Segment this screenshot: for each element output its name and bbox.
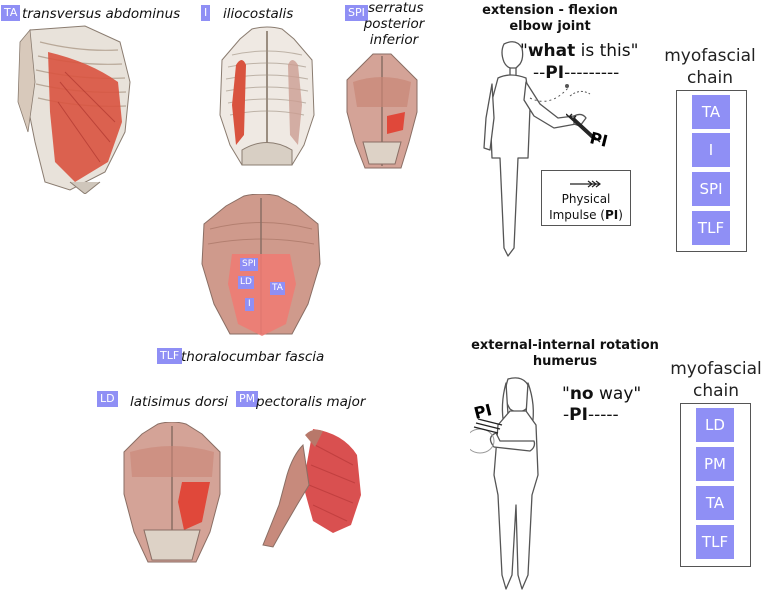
top-panel-title-line1: extension - flexion bbox=[482, 3, 618, 18]
bottom-panel-title-line1: external-internal rotation bbox=[471, 338, 659, 353]
legend-arrow-icon bbox=[570, 180, 601, 188]
legend-line2: Impulse (PI) bbox=[549, 208, 623, 222]
top-panel-title-line2: elbow joint bbox=[509, 19, 591, 34]
bottom-chain-item-1: LD bbox=[696, 408, 734, 442]
center-tag-i: I bbox=[245, 298, 254, 311]
top-chain-title-line2: chain bbox=[686, 68, 734, 88]
bottom-chain-title-line1: myofascial bbox=[670, 359, 762, 379]
tag-ld: LD bbox=[97, 391, 118, 407]
top-impulse-arrow-icon bbox=[566, 113, 601, 143]
tag-spi: SPI bbox=[345, 5, 368, 21]
thoracolumbar-fascia-illustration bbox=[201, 194, 321, 336]
label-transversus-abdominus: transversus abdominus bbox=[22, 6, 181, 22]
label-posterior: posterior bbox=[363, 16, 425, 32]
bottom-chain-title-line2: chain bbox=[692, 381, 740, 401]
iliocostalis-illustration bbox=[219, 26, 315, 166]
top-chain-item-1: TA bbox=[692, 95, 730, 129]
top-quote: "what is this" bbox=[520, 41, 639, 61]
label-latisimus-dorsi: latisimus dorsi bbox=[130, 394, 229, 410]
top-pi-line: --PI--------- bbox=[533, 63, 620, 83]
woman-figure-illustration bbox=[470, 377, 539, 590]
top-chain-item-2: I bbox=[692, 133, 730, 167]
serratus-posterior-inferior-illustration bbox=[346, 53, 418, 169]
center-tag-ta: TA bbox=[270, 282, 285, 295]
label-iliocostalis: iliocostalis bbox=[223, 6, 294, 22]
center-tag-ld: LD bbox=[238, 276, 254, 289]
top-chain-item-4: TLF bbox=[692, 211, 730, 245]
man-figure-illustration bbox=[483, 41, 591, 257]
pectoralis-major-illustration bbox=[262, 429, 361, 548]
pi-legend-box: Physical Impulse (PI) bbox=[541, 170, 631, 226]
transversus-abdominus-illustration bbox=[17, 25, 131, 194]
top-chain-box: TA I SPI TLF bbox=[676, 90, 747, 252]
label-serratus: serratus bbox=[368, 0, 424, 16]
legend-line1: Physical bbox=[561, 192, 611, 206]
tag-pm: PM bbox=[236, 391, 259, 407]
latissimus-dorsi-illustration bbox=[123, 422, 221, 563]
center-tag-spi: SPI bbox=[240, 258, 258, 271]
tag-tlf: TLF bbox=[157, 348, 183, 364]
bottom-chain-box: LD PM TA TLF bbox=[680, 403, 751, 567]
top-chain-item-3: SPI bbox=[692, 172, 730, 206]
bottom-chain-item-2: PM bbox=[696, 447, 734, 481]
tag-i: I bbox=[201, 5, 211, 21]
bottom-pi-line: -PI----- bbox=[563, 405, 619, 425]
tag-ta: TA bbox=[1, 5, 21, 21]
top-chain-title-line1: myofascial bbox=[664, 46, 756, 66]
bottom-panel-title-line2: humerus bbox=[532, 354, 598, 369]
bottom-chain-item-4: TLF bbox=[696, 525, 734, 559]
bottom-chain-item-3: TA bbox=[696, 486, 734, 520]
bottom-quote: "no way" bbox=[562, 384, 642, 404]
label-thoracolumbar-fascia: thoralocumbar fascia bbox=[181, 349, 325, 365]
label-inferior: inferior bbox=[369, 32, 419, 48]
label-pectoralis-major: pectoralis major bbox=[256, 394, 366, 410]
